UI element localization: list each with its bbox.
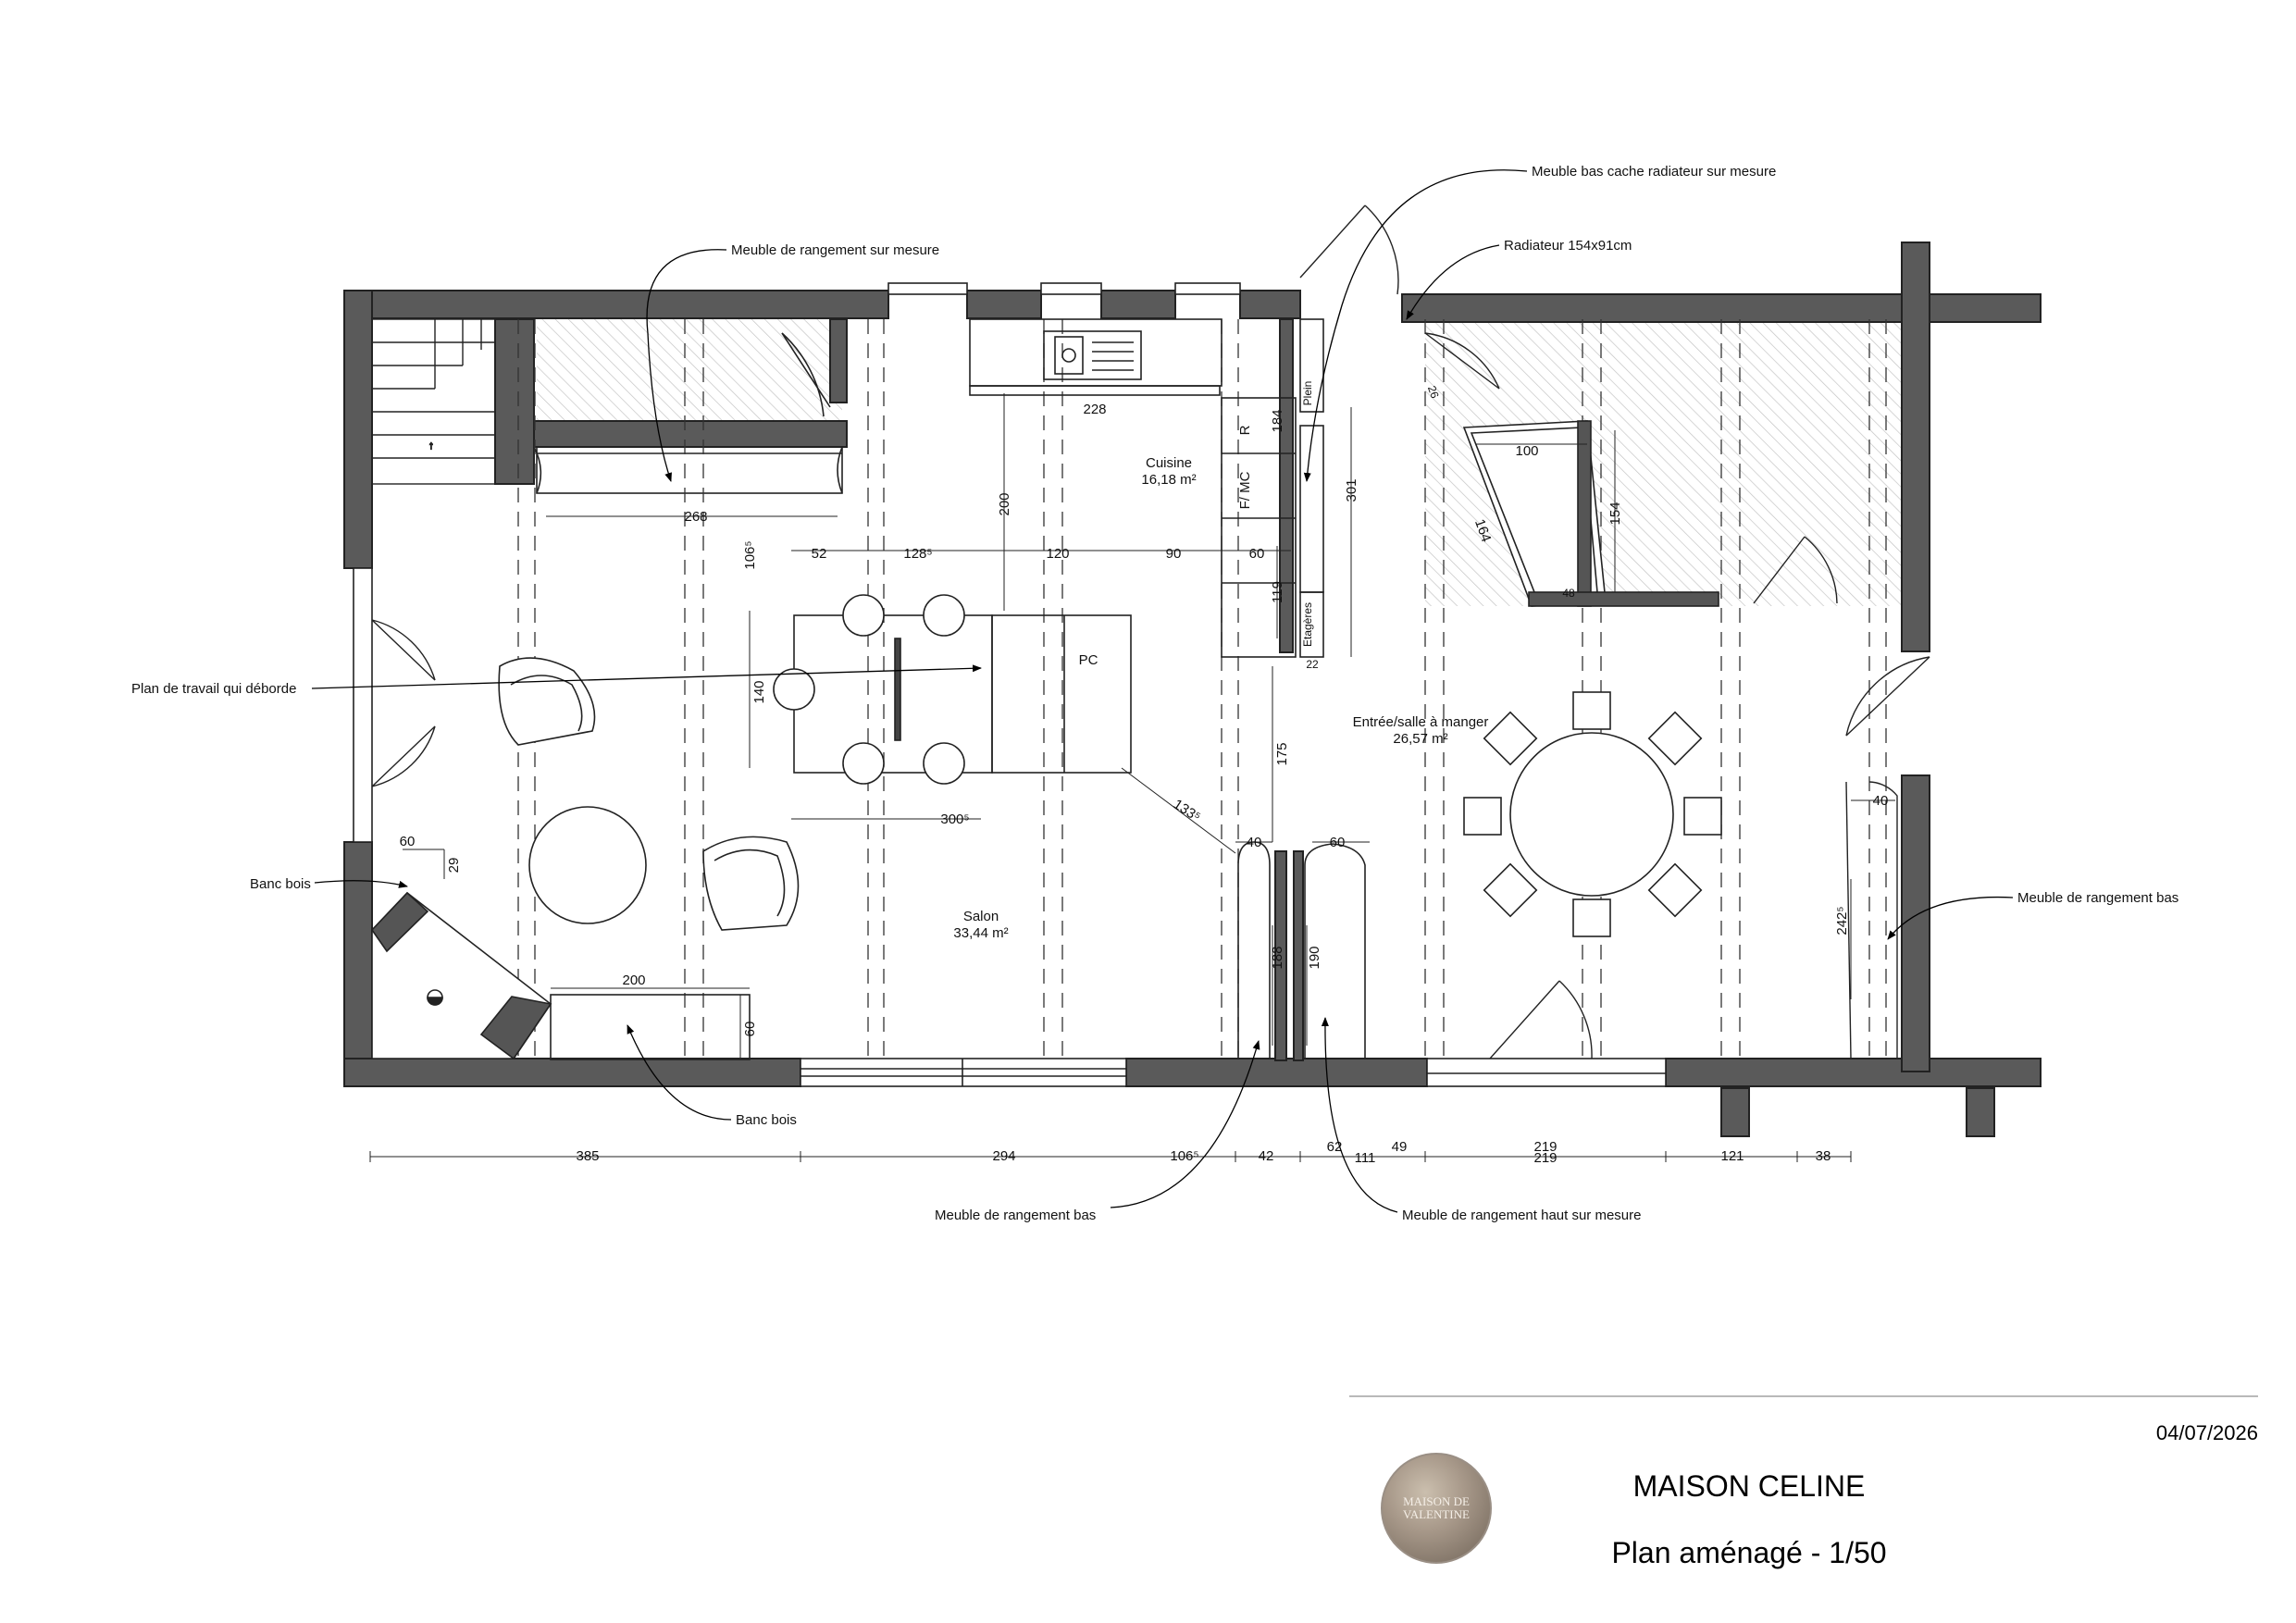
dim-268: 268 — [684, 509, 707, 525]
footer-rule — [1349, 1395, 2258, 1397]
dim-40-a: 40 — [1247, 835, 1262, 850]
kitchen-label-r: R — [1237, 425, 1253, 435]
dim-200-h: 200 — [622, 973, 645, 988]
annotation-meuble-rangement-haut: Meuble de rangement haut sur mesure — [1402, 1208, 1641, 1223]
dim-bottom-49: 49 — [1392, 1139, 1408, 1155]
dimension-labels: 268 106⁵ 52 128⁵ 120 90 60 200 228 184 3… — [400, 384, 1889, 1166]
room-area-salon: 33,44 m² — [953, 925, 1008, 941]
dim-bottom-42: 42 — [1259, 1148, 1274, 1164]
bar-stools — [773, 594, 965, 785]
dim-120: 120 — [1046, 546, 1069, 562]
dim-190: 190 — [1307, 946, 1322, 969]
annotation-banc-bois-bottom: Banc bois — [736, 1112, 797, 1128]
annotation-meuble-rangement-bas-bottom: Meuble de rangement bas — [935, 1208, 1096, 1223]
room-name-entree: Entrée/salle à manger — [1353, 714, 1489, 730]
salon-furniture — [498, 657, 800, 931]
dim-bottom-111: 111 — [1355, 1150, 1376, 1166]
radiator-cabinet — [1462, 420, 1719, 607]
brand-logo: MAISON DE VALENTINE — [1381, 1453, 1492, 1564]
room-name-cuisine: Cuisine — [1146, 455, 1192, 471]
room-area-cuisine: 16,18 m² — [1141, 472, 1196, 488]
dim-300-5: 300⁵ — [940, 812, 969, 827]
dim-60-d: 60 — [400, 834, 416, 849]
footer-date: 04/07/2026 — [2155, 1421, 2258, 1444]
dim-200-v: 200 — [997, 492, 1012, 515]
dim-bottom-106-5: 106⁵ — [1170, 1148, 1198, 1164]
dim-bottom-219-b: 219 — [1533, 1150, 1557, 1166]
room-label-pc: PC — [1079, 652, 1098, 668]
annotation-plan-travail: Plan de travail qui déborde — [131, 681, 296, 697]
dim-106-5-a: 106⁵ — [742, 540, 758, 569]
dim-48: 48 — [1562, 587, 1575, 600]
staircase: ↑ — [371, 318, 496, 485]
fireplace-bench — [370, 891, 751, 1060]
dim-bottom-385: 385 — [576, 1148, 599, 1164]
dim-60-a: 60 — [1249, 546, 1265, 562]
kitchen-text: Plein R F/ MC Etagères — [1237, 381, 1314, 647]
room-name-salon: Salon — [963, 909, 999, 924]
dim-52: 52 — [812, 546, 827, 562]
dim-bottom-294: 294 — [992, 1148, 1015, 1164]
dim-128-5: 128⁵ — [903, 546, 932, 562]
dim-188: 188 — [1270, 946, 1285, 969]
dim-242-5: 242⁵ — [1834, 906, 1850, 935]
logo-line-2: VALENTINE — [1403, 1507, 1470, 1521]
dim-184: 184 — [1270, 409, 1285, 432]
dim-60-c: 60 — [742, 1022, 758, 1037]
doors — [371, 204, 1930, 1059]
room-area-entree: 26,57 m² — [1393, 731, 1447, 747]
dim-bottom-38: 38 — [1816, 1148, 1831, 1164]
dim-bottom-121: 121 — [1720, 1148, 1744, 1164]
beam-lines — [517, 319, 1887, 1059]
dim-40-b: 40 — [1873, 793, 1889, 809]
kitchen-label-plein: Plein — [1301, 381, 1314, 406]
dim-228: 228 — [1083, 402, 1106, 417]
kitchen-label-etageres: Etagères — [1301, 602, 1314, 647]
dim-bottom-219-a: 219 — [1533, 1139, 1557, 1155]
dim-133-5: 133⁵ — [1171, 797, 1203, 825]
exterior-walls — [343, 242, 2042, 1137]
logo-line-1: MAISON DE — [1403, 1494, 1470, 1508]
dim-26: 26 — [1425, 384, 1442, 401]
dim-175: 175 — [1274, 742, 1290, 765]
annotation-meuble-rangement-bas-right: Meuble de rangement bas — [2017, 890, 2178, 906]
kitchen-label-fmc: F/ MC — [1237, 471, 1253, 509]
interior-walls — [494, 318, 1304, 1061]
plan-subtitle: Plan aménagé - 1/50 — [1611, 1536, 1887, 1569]
dim-154: 154 — [1607, 502, 1623, 525]
dim-90: 90 — [1166, 546, 1182, 562]
annotation-texts: Meuble de rangement sur mesure Meuble ba… — [131, 164, 2178, 1223]
svg-text:↑: ↑ — [428, 439, 434, 452]
annotation-radiateur: Radiateur 154x91cm — [1504, 238, 1632, 254]
dim-100: 100 — [1515, 443, 1538, 459]
room-labels: Cuisine 16,18 m² Salon 33,44 m² Entrée/s… — [953, 455, 1488, 941]
project-title: MAISON CELINE — [1632, 1469, 1866, 1503]
annotation-meuble-rangement-sur-mesure: Meuble de rangement sur mesure — [731, 242, 939, 258]
dim-29: 29 — [446, 858, 462, 873]
dim-60-b: 60 — [1330, 835, 1346, 850]
annotation-leaders — [311, 169, 2014, 1213]
dimension-lines — [369, 393, 1895, 1162]
annotation-banc-bois-left: Banc bois — [250, 876, 311, 892]
dim-119: 119 — [1270, 581, 1285, 603]
dim-140: 140 — [751, 680, 767, 703]
dining-set — [1463, 691, 1722, 937]
annotation-meuble-bas-cache-radiateur: Meuble bas cache radiateur sur mesure — [1532, 164, 1776, 180]
dim-22: 22 — [1306, 658, 1319, 671]
dim-301: 301 — [1344, 478, 1359, 502]
cabinet-top-left — [533, 332, 843, 494]
windows — [353, 282, 1667, 1087]
